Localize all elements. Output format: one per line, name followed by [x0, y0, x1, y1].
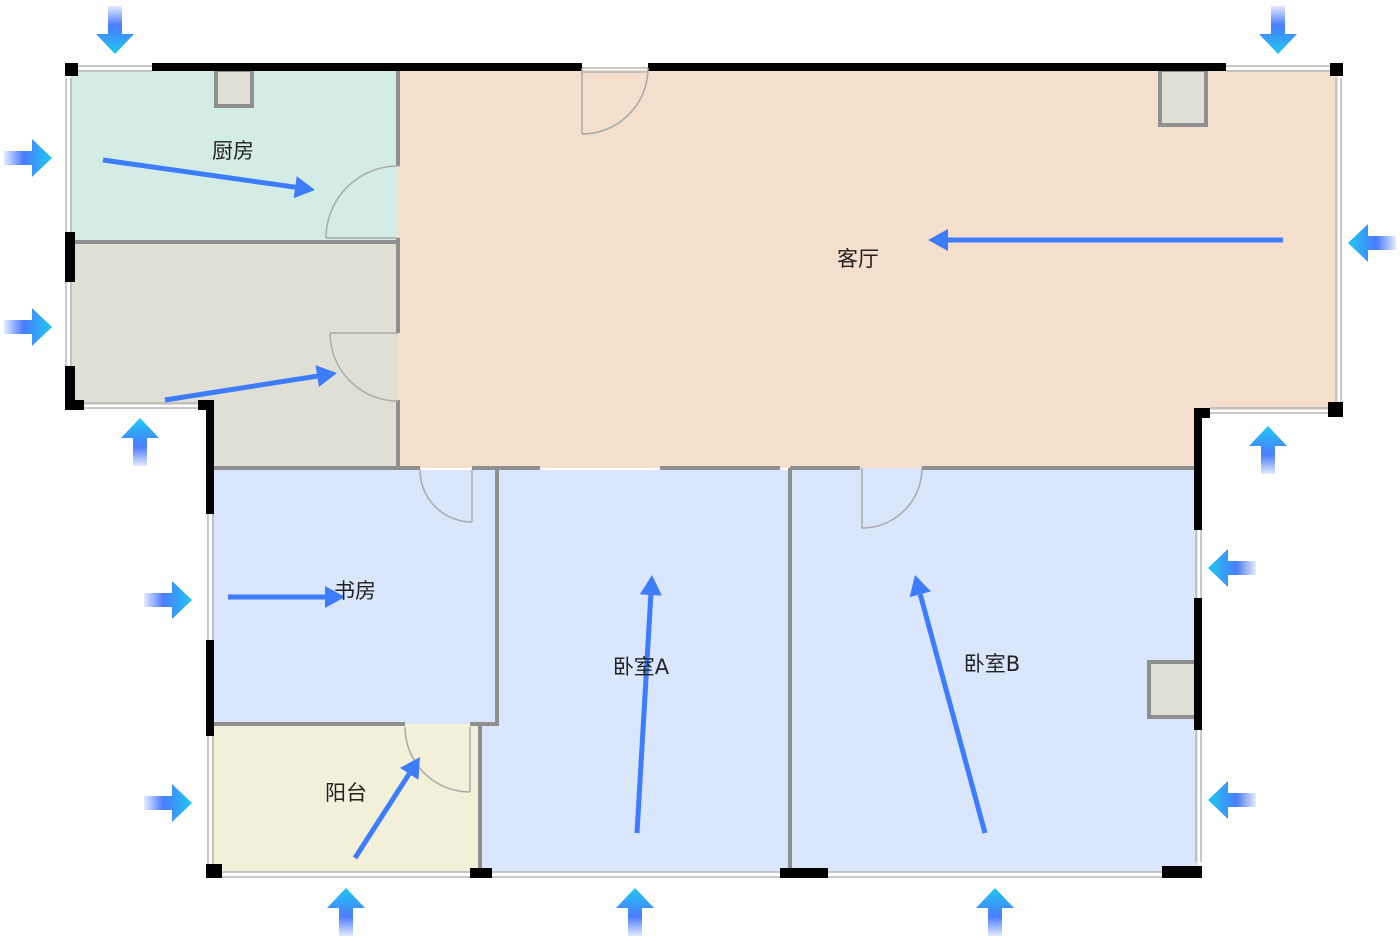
column — [214, 68, 254, 108]
airflow-arrow-icon — [144, 784, 192, 822]
room-corridor — [70, 242, 398, 468]
airflow-arrow-icon — [1208, 549, 1256, 587]
columns — [214, 68, 1208, 719]
label-study: 书房 — [334, 579, 376, 603]
column — [1147, 660, 1200, 719]
door-bedroom-b — [861, 467, 923, 529]
flow-arrow-icon — [352, 757, 420, 860]
door-study — [419, 469, 473, 523]
airflow-arrow-icon — [1249, 426, 1287, 474]
room-balcony — [212, 724, 480, 872]
column — [1158, 68, 1208, 127]
flow-arrow-icon — [164, 365, 337, 403]
flow-arrow-icon — [102, 157, 315, 199]
door-living — [581, 67, 649, 135]
airflow-arrow-icon — [4, 139, 52, 177]
airflow-arrow-icon — [327, 888, 365, 936]
flow-arrow-icon — [909, 575, 988, 834]
label-kitchen: 厨房 — [212, 139, 254, 163]
windows — [65, 65, 1342, 878]
room-living — [398, 70, 1338, 468]
label-living: 客厅 — [837, 247, 879, 271]
airflow-arrow-icon — [96, 6, 134, 54]
airflow-arrow-icon — [1259, 6, 1297, 54]
airflow-arrow-icon — [1208, 781, 1256, 819]
label-bedroom-b: 卧室B — [964, 652, 1020, 676]
room-bedroom-a — [480, 470, 790, 872]
label-bedroom-a: 卧室A — [613, 655, 670, 679]
door-corridor — [329, 332, 399, 402]
exterior-walls — [65, 63, 1343, 878]
interior-walls — [70, 70, 1198, 872]
airflow-arrow-icon — [121, 418, 159, 466]
door-balcony — [404, 726, 471, 793]
airflow-arrow-icon — [4, 308, 52, 346]
door-kitchen — [325, 165, 399, 239]
airflow-arrow-icon — [616, 888, 654, 936]
airflow-arrow-icon — [144, 581, 192, 619]
airflow-arrow-icon — [976, 888, 1014, 936]
doors — [325, 67, 923, 793]
room-bedroom-b — [790, 468, 1198, 872]
airflow-arrow-icon — [1348, 224, 1396, 262]
flow-arrow-icon — [634, 575, 662, 834]
label-balcony: 阳台 — [325, 781, 367, 805]
flow-arrow-icon — [928, 229, 1283, 251]
flow-arrow-icon — [228, 586, 345, 608]
